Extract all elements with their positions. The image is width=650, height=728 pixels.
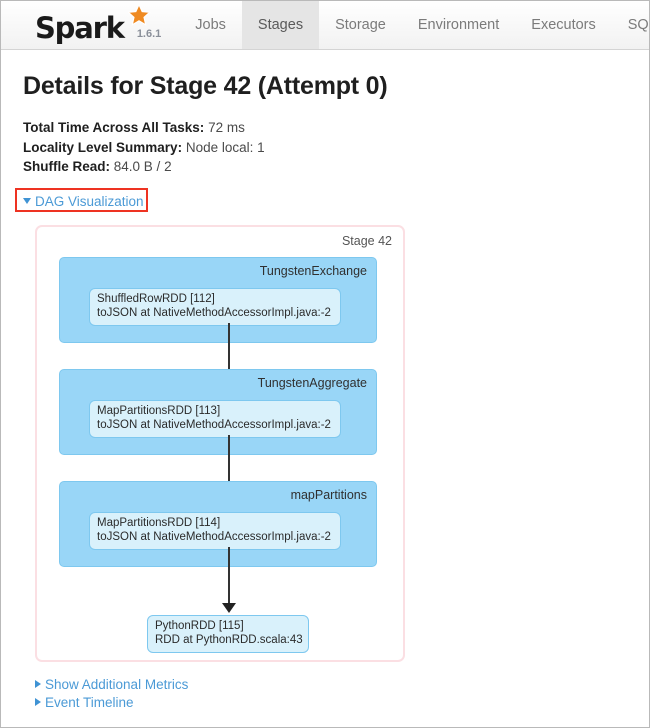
dag-node-tungsten-aggregate[interactable]: TungstenAggregate MapPartitionsRDD [113]…: [52, 368, 377, 464]
event-timeline-toggle[interactable]: Event Timeline: [35, 695, 649, 710]
tab-stages[interactable]: Stages: [241, 1, 320, 49]
dag-node-label: mapPartitions: [290, 487, 367, 502]
dag-rdd-callsite: toJSON at NativeMethodAccessorImpl.java:…: [97, 419, 331, 431]
summary-shuffle-read-label: Shuffle Read:: [23, 159, 111, 174]
tab-storage[interactable]: Storage: [335, 17, 386, 33]
dag-rdd-callsite: toJSON at NativeMethodAccessorImpl.java:…: [97, 531, 331, 543]
dag-rdd-name: MapPartitionsRDD [113]: [97, 404, 221, 417]
dag-node-label: TungstenExchange: [259, 263, 367, 278]
caret-right-icon: [35, 679, 41, 688]
star-icon: [126, 3, 152, 29]
tab-executors[interactable]: Executors: [531, 17, 596, 33]
dag-rdd-name: PythonRDD [115]: [155, 619, 244, 632]
show-additional-metrics-toggle[interactable]: Show Additional Metrics: [35, 677, 649, 692]
summary-locality-level-value: Node local: 1: [185, 139, 265, 155]
dag-visualization-toggle-wrap: DAG Visualization: [15, 187, 148, 212]
dag-rdd-box[interactable]: MapPartitionsRDD [113] toJSON at NativeM…: [89, 399, 341, 438]
caret-right-icon: [35, 697, 41, 706]
brand-wordmark: Spark: [35, 11, 125, 45]
tab-jobs[interactable]: Jobs: [195, 17, 226, 33]
dag-rdd-name: MapPartitionsRDD [114]: [97, 516, 221, 529]
dag-visualization-toggle[interactable]: DAG Visualization: [23, 194, 144, 209]
tab-sql[interactable]: SQL: [627, 17, 649, 33]
dag-rdd-box[interactable]: MapPartitionsRDD [114] toJSON at NativeM…: [89, 511, 341, 550]
bottom-collapse-links: Show Additional Metrics Event Timeline: [35, 677, 649, 710]
dag-rdd-callsite: toJSON at NativeMethodAccessorImpl.java:…: [97, 307, 331, 319]
page-title: Details for Stage 42 (Attempt 0): [23, 72, 388, 100]
summary-total-time-value: 72 ms: [208, 120, 245, 135]
event-timeline-label: Event Timeline: [45, 694, 134, 710]
dag-rdd-box[interactable]: ShuffledRowRDD [112] toJSON at NativeMet…: [89, 287, 341, 326]
dag-rdd-name: ShuffledRowRDD [112]: [97, 292, 215, 305]
show-additional-metrics-label: Show Additional Metrics: [45, 676, 189, 692]
dag-stage-label: Stage 42: [341, 233, 392, 248]
main-content: Details for Stage 42 (Attempt 0) Total T…: [1, 50, 649, 710]
tab-environment[interactable]: Environment: [417, 17, 500, 33]
dag-node-label: TungstenAggregate: [257, 375, 367, 390]
navbar: Spark 1.6.1 Jobs Stages Storage Environm…: [1, 1, 649, 50]
summary-total-time: Total Time Across All Tasks: 72 ms: [23, 118, 649, 138]
dag-edge-3: [228, 546, 230, 607]
nav-tabs: Jobs Stages Storage Environment Executor…: [179, 1, 649, 49]
summary-shuffle-read-value: 84.0 B / 2: [113, 159, 172, 174]
dag-edge-1: [228, 322, 230, 385]
dag-visualization-container: Stage 42 TungstenExchange ShuffledRowRDD…: [35, 224, 405, 662]
dag-arrowhead-3: [222, 602, 236, 613]
dag-rdd-callsite: RDD at PythonRDD.scala:43: [155, 634, 303, 646]
summary-locality-level: Locality Level Summary: Node local: 1: [23, 138, 649, 158]
caret-down-icon: [23, 197, 31, 204]
dag-node-map-partitions[interactable]: mapPartitions MapPartitionsRDD [114] toJ…: [52, 480, 377, 576]
dag-rdd-box-python-rdd[interactable]: PythonRDD [115] RDD at PythonRDD.scala:4…: [147, 614, 309, 653]
stage-summary-list: Total Time Across All Tasks: 72 ms Local…: [23, 118, 649, 177]
dag-node-tungsten-exchange[interactable]: TungstenExchange ShuffledRowRDD [112] to…: [52, 256, 377, 352]
spark-brand-logo[interactable]: Spark 1.6.1: [1, 1, 161, 49]
summary-shuffle-read: Shuffle Read: 84.0 B / 2: [23, 157, 649, 177]
summary-total-time-label: Total Time Across All Tasks:: [23, 120, 205, 135]
dag-edge-2: [228, 434, 230, 497]
dag-visualization-toggle-label: DAG Visualization: [35, 193, 144, 209]
summary-locality-level-label: Locality Level Summary:: [23, 139, 183, 155]
spark-version-label: 1.6.1: [136, 28, 162, 40]
